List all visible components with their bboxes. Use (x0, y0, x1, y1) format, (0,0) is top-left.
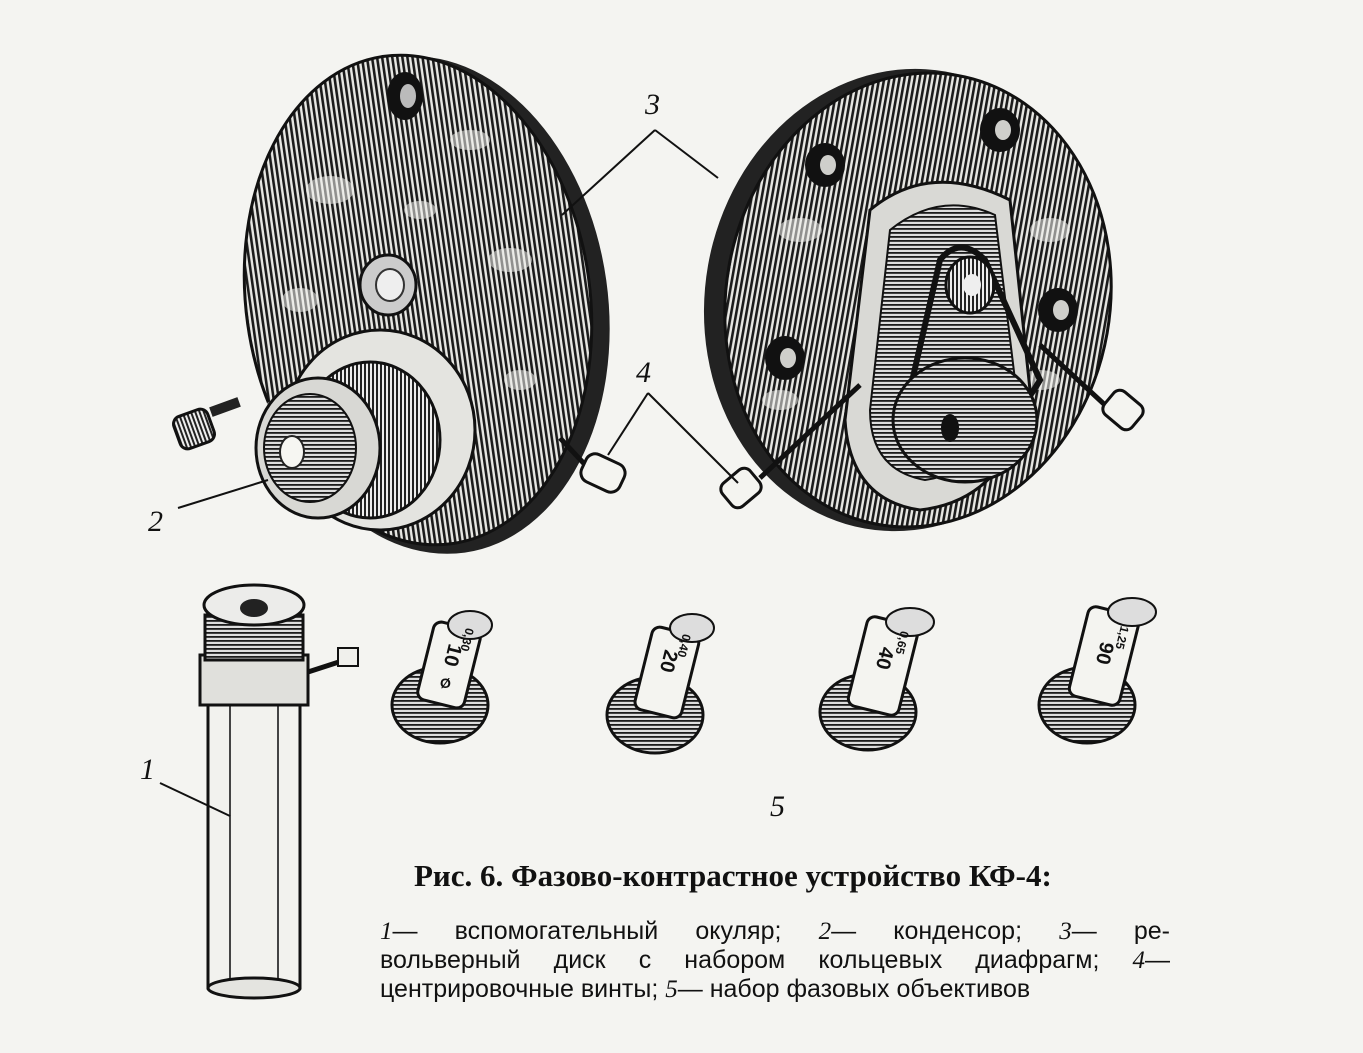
caption-line-3: центрировочные винты; 5— набор фазовых о… (380, 975, 1170, 1004)
objective-2-mag: 20 (655, 648, 682, 675)
objective-1-prefix: Ø (440, 675, 451, 691)
auxiliary-eyepiece (198, 583, 359, 1000)
caption-line-1: 1— вспомогательный окуляр; 2— конденсор;… (380, 917, 1170, 946)
centering-screw-front (558, 436, 627, 494)
objective-1-aperture: 0,30 (457, 627, 476, 653)
objective-4-aperture: 1,25 (1112, 625, 1131, 651)
label-eyepiece: 1 (140, 753, 155, 786)
revolver-disc-front (172, 53, 627, 554)
caption-text: — ре- (1071, 917, 1170, 945)
caption-text: вольверный диск с набором кольцевых диаф… (380, 946, 1100, 974)
label-revolver-disc: 3 (645, 88, 660, 121)
caption-line-2: вольверный диск с набором кольцевых диаф… (380, 946, 1170, 975)
objective-2-aperture: 0,40 (674, 633, 693, 659)
label-phase-objectives: 5 (770, 790, 785, 823)
phase-objectives-set (390, 597, 1157, 755)
phase-objective (605, 613, 715, 755)
objective-3-mag: 40 (871, 645, 898, 672)
label-condenser: 2 (148, 505, 163, 538)
revolver-disc-back (703, 68, 1145, 532)
caption-text: — конденсор; (831, 917, 1023, 945)
caption-number: 2 (818, 918, 832, 945)
phase-objective (818, 607, 935, 752)
caption-text: — набор фазовых объективов (677, 975, 1031, 1003)
figure-caption-body: 1— вспомогательный окуляр; 2— конденсор;… (380, 917, 1170, 1004)
phase-objective (1037, 597, 1157, 745)
caption-number: 1 (380, 918, 393, 945)
caption-number: 4 (1132, 947, 1146, 974)
caption-text: — вспомогательный окуляр; (392, 917, 782, 945)
caption-number: 5 (665, 976, 678, 1003)
figure-caption-title: Рис. 6. Фазово-контрастное устройство КФ… (414, 858, 1052, 893)
label-centering-screws: 4 (636, 356, 651, 389)
caption-text: — (1145, 946, 1171, 974)
objective-4-mag: 90 (1091, 640, 1118, 667)
objective-3-aperture: 0,65 (892, 630, 911, 656)
centering-screw-back-right (1038, 343, 1145, 432)
objective-1-mag: 10 (439, 642, 466, 669)
centering-screw-left-disc (172, 397, 241, 451)
caption-number: 3 (1059, 918, 1072, 945)
caption-text: центрировочные винты; (380, 975, 659, 1003)
leader-lines (159, 129, 739, 817)
phase-objective (390, 610, 493, 745)
